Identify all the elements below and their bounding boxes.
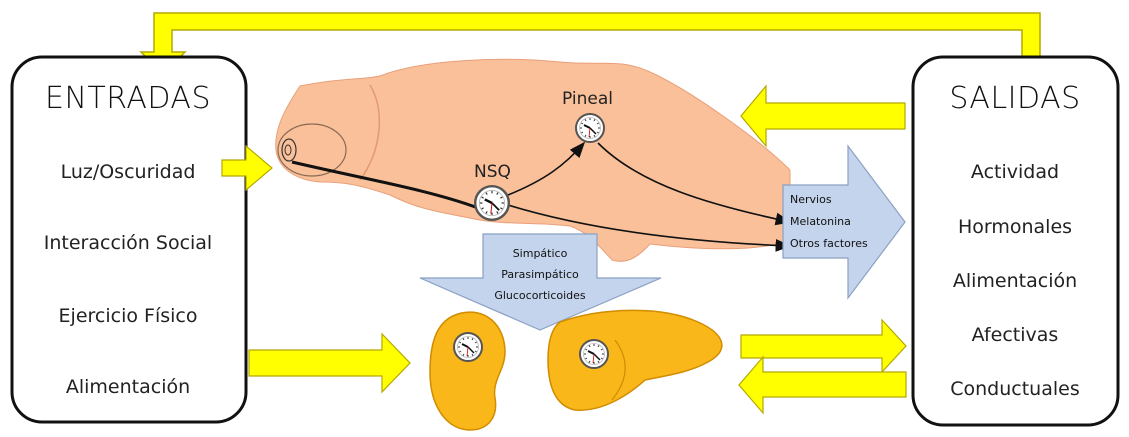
- organ-output-arrow: [741, 320, 906, 372]
- output-item: Hormonales: [958, 216, 1072, 238]
- autonomic-item: Glucocorticoides: [494, 289, 586, 302]
- brain-output-item: Otros factores: [790, 237, 868, 250]
- inputs-title: ENTRADAS: [45, 81, 211, 116]
- brain-output-item: Nervios: [790, 193, 832, 206]
- input-item: Alimentación: [66, 376, 190, 398]
- output-item: Alimentación: [953, 270, 1077, 292]
- output-item: Actividad: [971, 161, 1059, 183]
- input-item: Ejercicio Físico: [59, 305, 198, 327]
- liver-illustration: [548, 310, 722, 410]
- brain-illustration: Pineal NSQ: [276, 59, 790, 261]
- output-feedback-arrow: [739, 357, 906, 413]
- brain-outputs-arrow: Nervios Melatonina Otros factores: [783, 146, 905, 298]
- outputs-box: SALIDAS Actividad Hormonales Alimentació…: [913, 57, 1118, 425]
- output-item: Afectivas: [972, 324, 1059, 346]
- inputs-box: ENTRADAS Luz/Oscuridad Interacción Socia…: [12, 57, 246, 422]
- input-item: Luz/Oscuridad: [61, 161, 196, 183]
- autonomic-item: Simpático: [513, 247, 568, 260]
- output-to-brain-arrow: [741, 86, 905, 146]
- outputs-title: SALIDAS: [949, 81, 1080, 116]
- autonomic-item: Parasimpático: [501, 268, 579, 281]
- nsq-label: NSQ: [474, 162, 511, 182]
- kidney-illustration: [430, 312, 505, 430]
- input-item: Interacción Social: [44, 232, 212, 254]
- brain-output-item: Melatonina: [790, 215, 851, 228]
- output-item: Conductuales: [950, 378, 1079, 400]
- pineal-label: Pineal: [562, 89, 613, 109]
- input-arrow-food: [249, 334, 410, 392]
